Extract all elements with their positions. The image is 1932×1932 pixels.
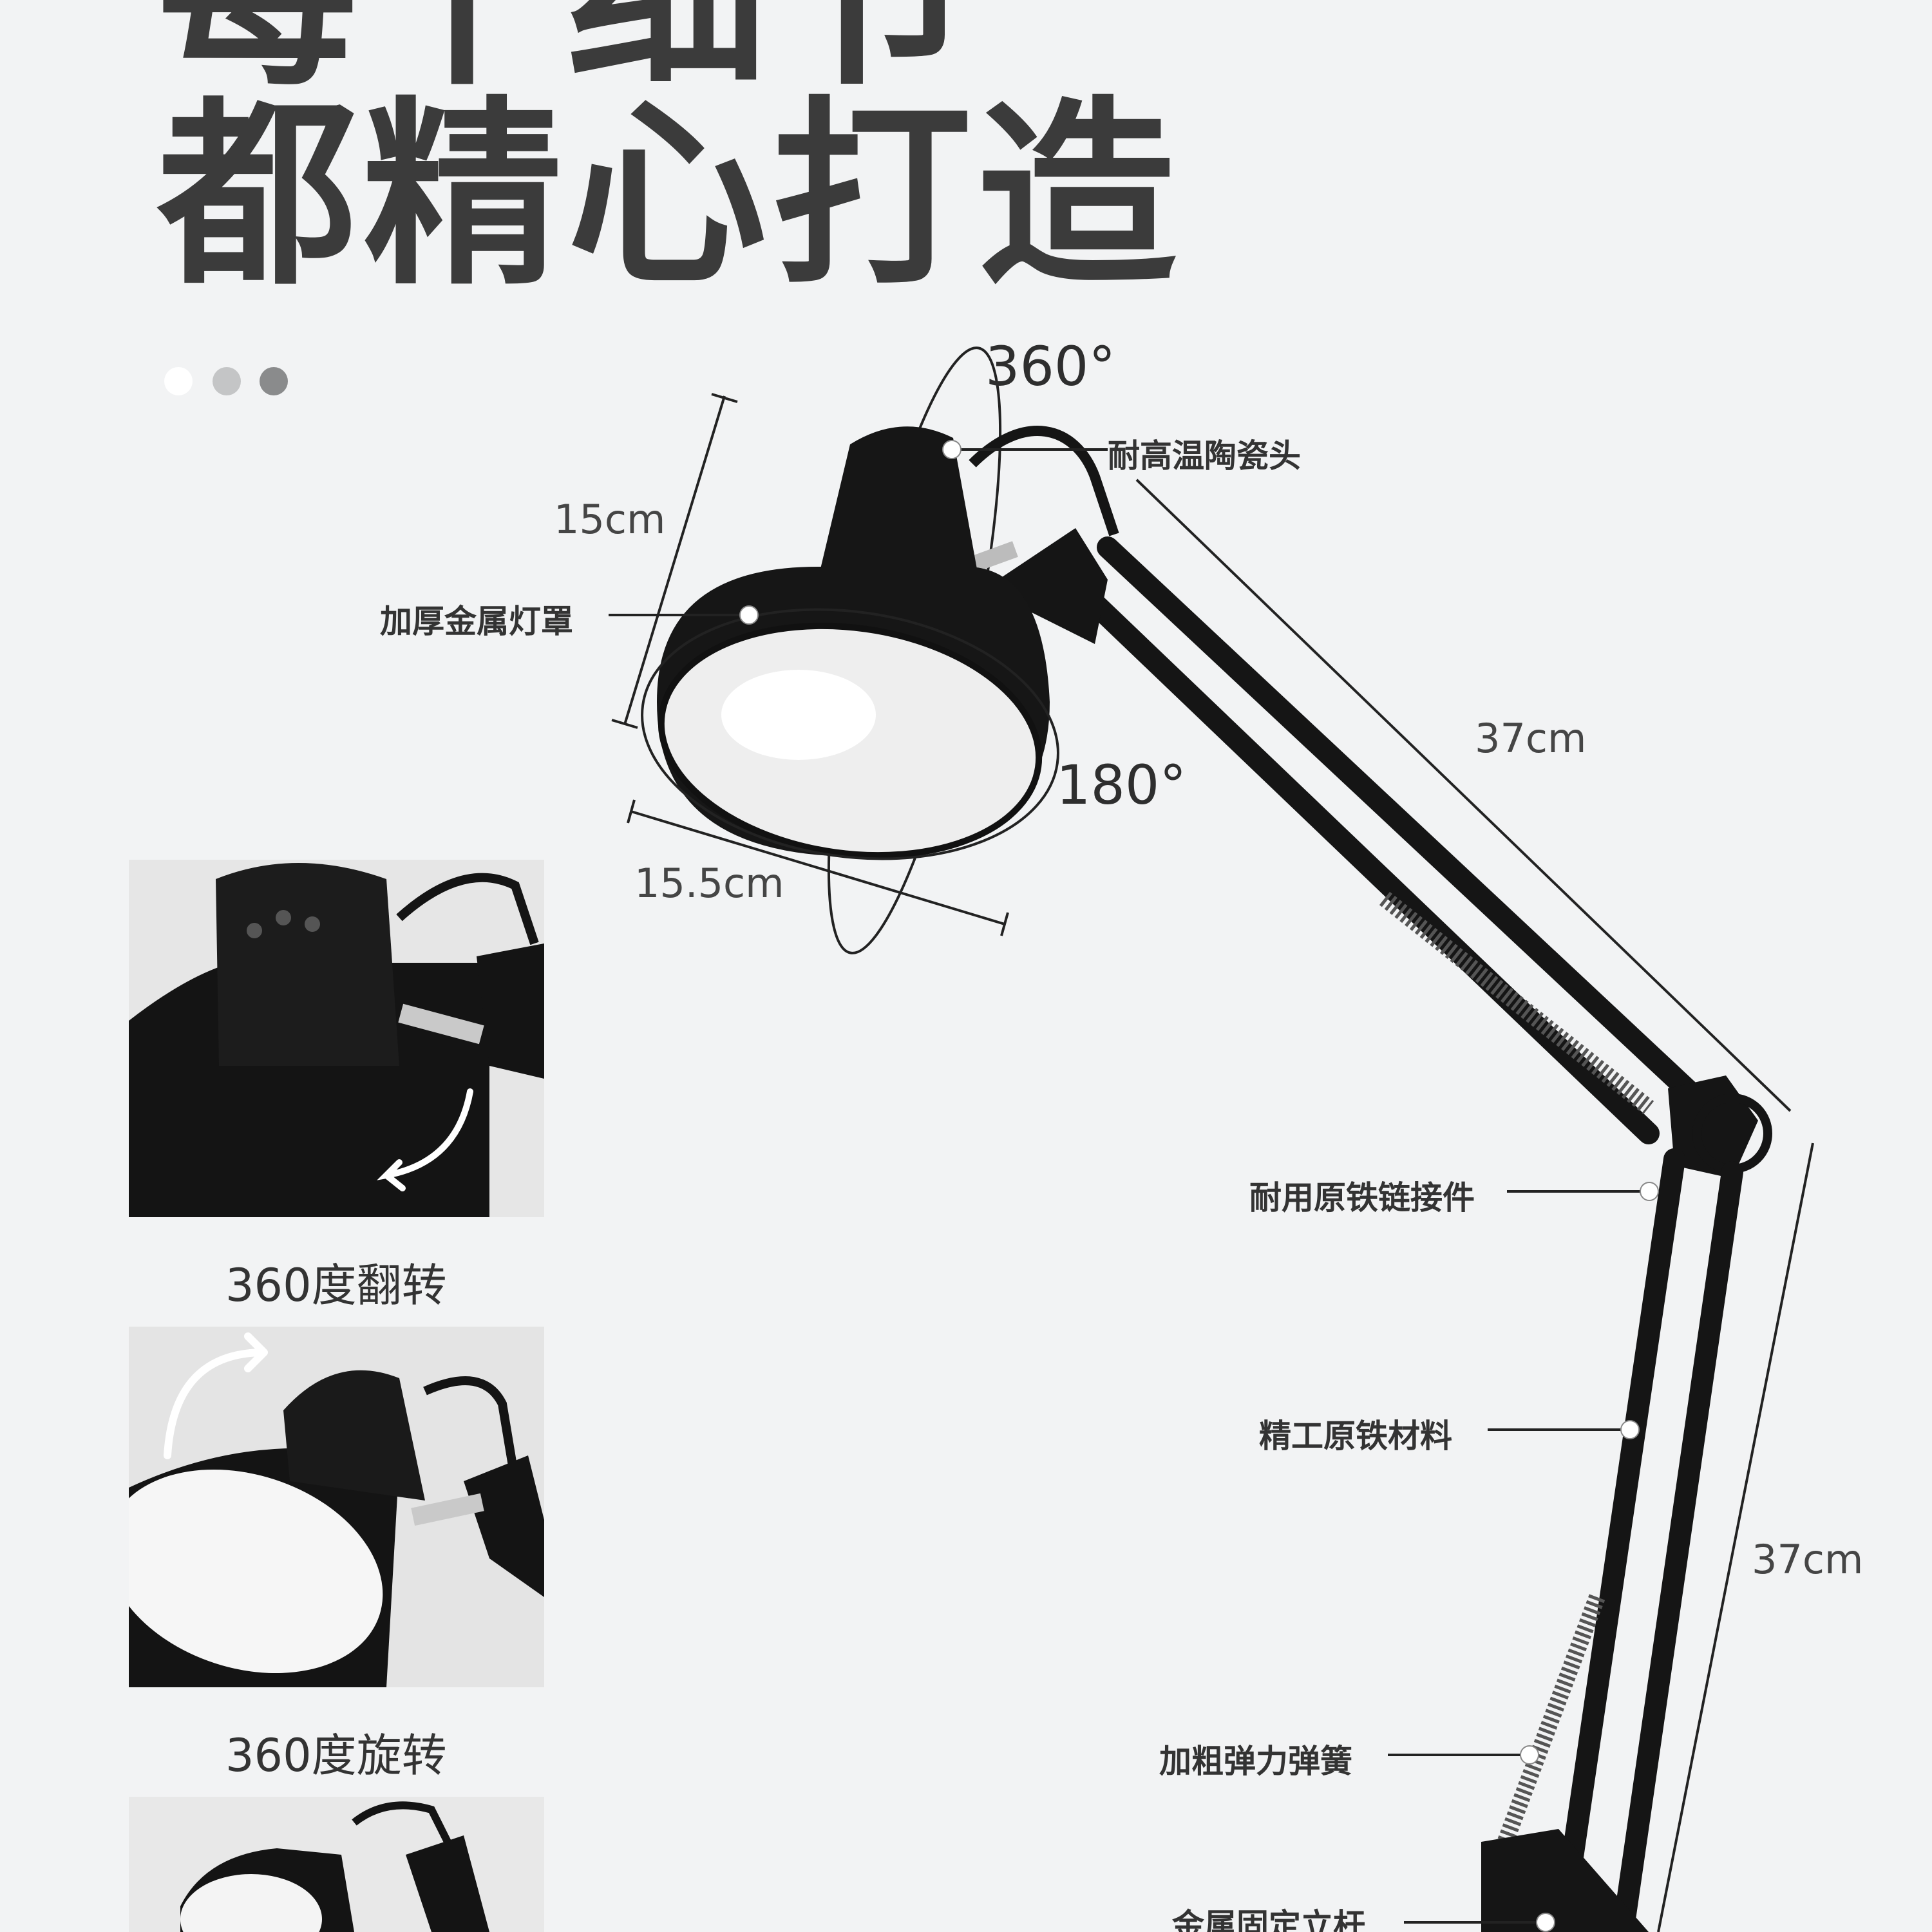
power-cord <box>969 426 1119 536</box>
callout-spring: 加粗弹力弹簧 <box>1159 1743 1352 1780</box>
dimension-line-lower-arm <box>1657 1142 1814 1932</box>
upper-arm <box>1045 536 1718 1144</box>
thumbnail-rotate[interactable] <box>129 1327 544 1687</box>
dimension-line-shade-height <box>611 393 738 729</box>
lower-spring <box>1492 1594 1605 1858</box>
lamp-socket <box>818 426 979 580</box>
thumbnail-flip-image <box>129 860 544 1217</box>
callout-markers <box>739 440 1659 1932</box>
shade-width-label: 15.5cm <box>634 860 784 907</box>
pager-dot-2[interactable] <box>213 367 241 395</box>
headline-line-1: 每个细节 <box>158 0 977 97</box>
callout-ceramic-head: 耐高温陶瓷头 <box>1108 437 1301 475</box>
upper-spring <box>1379 891 1654 1115</box>
lamp-bulb <box>721 670 876 760</box>
rotation-180-label: 180° <box>1056 753 1187 817</box>
callout-lines <box>609 448 1649 1924</box>
dimension-line-shade-width <box>627 799 1009 936</box>
thumbnail-rotate-image <box>129 1327 544 1687</box>
dimension-line-upper-arm <box>1135 478 1792 1112</box>
rotate-arrow-icon <box>164 1332 268 1459</box>
callout-metal-shade: 加厚金属灯罩 <box>380 603 573 640</box>
shade-height-label: 15cm <box>554 496 666 543</box>
callout-metal-pole: 金属固定立杆 <box>1172 1907 1365 1932</box>
rotation-360-label: 360° <box>985 335 1116 398</box>
callout-iron-connector: 耐用原铁链接件 <box>1249 1179 1475 1217</box>
lower-arm <box>1551 1148 1743 1932</box>
rotation-ellipse-180 <box>641 608 1059 860</box>
flip-arrow-icon <box>377 1088 473 1191</box>
pager-dot-3[interactable] <box>260 367 288 395</box>
thumbnail-third[interactable] <box>129 1797 544 1932</box>
callout-iron-material: 精工原铁材料 <box>1259 1417 1452 1455</box>
thumbnail-third-image <box>129 1797 544 1932</box>
pager-dot-1[interactable] <box>164 367 193 395</box>
thumbnail-flip-caption: 360度翻转 <box>225 1259 447 1312</box>
base-bracket <box>1481 1829 1649 1932</box>
thumbnail-flip[interactable] <box>129 860 544 1217</box>
lower-arm-label: 37cm <box>1752 1536 1864 1583</box>
headline-line-2: 都精心打造 <box>158 80 1182 312</box>
thumbnail-rotate-caption: 360度旋转 <box>225 1729 447 1782</box>
upper-arm-label: 37cm <box>1475 715 1587 762</box>
